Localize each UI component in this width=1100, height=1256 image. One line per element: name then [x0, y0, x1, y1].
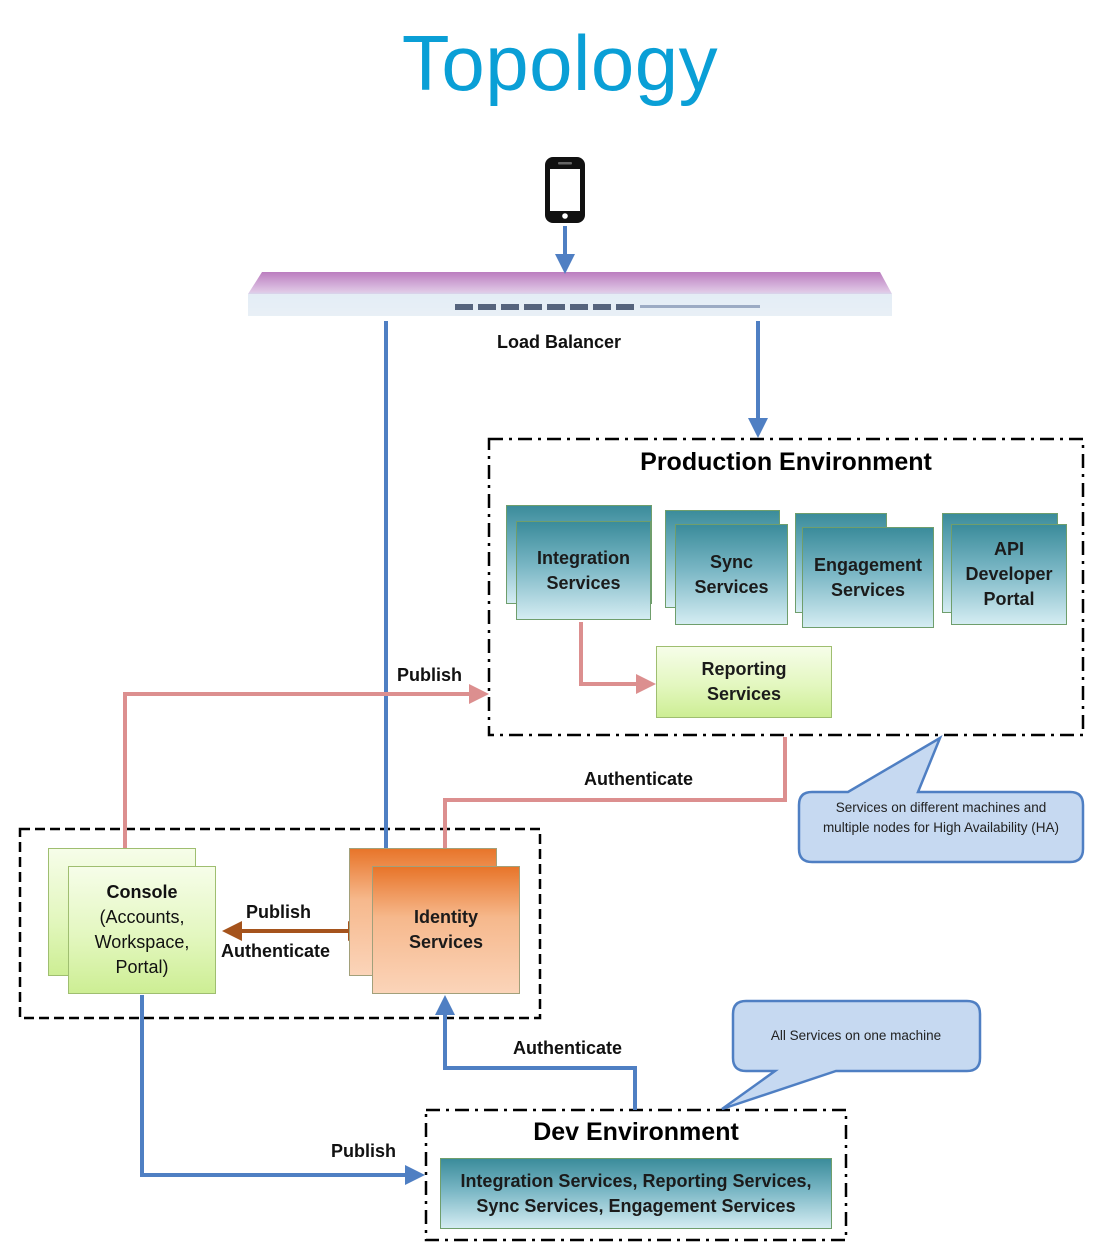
mobile-phone-icon	[545, 157, 585, 223]
console-detail: (Accounts, Workspace, Portal)	[94, 907, 190, 977]
dev-environment-title: Dev Environment	[533, 1118, 739, 1146]
arrow-production-to-identity	[435, 737, 787, 868]
ha-callout-bubble	[797, 735, 1085, 864]
reporting-services-node: Reporting Services	[656, 646, 832, 718]
production-environment-boundary	[487, 437, 1085, 737]
authenticate-production-label: Authenticate	[584, 769, 694, 789]
page-title: Topology	[401, 19, 719, 107]
sync-services-node: Sync Services	[675, 524, 788, 625]
ha-callout-text: Services on different machines and multi…	[822, 800, 1060, 835]
api-developer-portal-label: API Developer Portal	[965, 539, 1053, 609]
load-balancer-device	[248, 272, 892, 316]
console-identity-authenticate-label: Authenticate	[221, 941, 331, 961]
identity-services-label: Identity Services	[408, 907, 484, 952]
arrow-console-to-dev	[140, 995, 425, 1185]
dev-callout-text: All Services on one machine	[770, 1028, 942, 1043]
dev-authenticate-label: Authenticate	[513, 1038, 623, 1058]
console-node: Console (Accounts, Workspace, Portal)	[68, 866, 216, 994]
arrow-console-publish-to-production	[123, 684, 489, 848]
integration-services-label: Integration Services	[537, 547, 630, 593]
console-title: Console	[106, 882, 178, 902]
sync-services-label: Sync Services	[694, 551, 769, 597]
dev-services-line1: Integration Services, Reporting Services…	[460, 1170, 812, 1191]
integration-services-node: Integration Services	[516, 521, 651, 620]
console-identity-publish-label: Publish	[246, 902, 312, 922]
load-balancer-label: Load Balancer	[497, 332, 622, 352]
arrow-dev-to-identity	[435, 995, 637, 1110]
reporting-services-label: Reporting Services	[701, 659, 787, 704]
dev-callout-bubble	[721, 999, 982, 1111]
identity-services-node: Identity Services	[372, 866, 520, 994]
dev-services-line2: Sync Services, Engagement Services	[476, 1195, 796, 1216]
production-environment-title: Production Environment	[640, 448, 932, 476]
api-developer-portal-node: API Developer Portal	[951, 524, 1067, 625]
engagement-services-label: Engagement Services	[813, 554, 923, 600]
arrow-integration-to-reporting	[579, 622, 656, 694]
dev-services-node: Integration Services, Reporting Services…	[440, 1158, 832, 1229]
console-to-dev-publish-label: Publish	[331, 1141, 397, 1161]
publish-to-production-label: Publish	[397, 665, 463, 685]
core-services-boundary	[18, 827, 542, 1020]
engagement-services-node: Engagement Services	[802, 527, 934, 628]
